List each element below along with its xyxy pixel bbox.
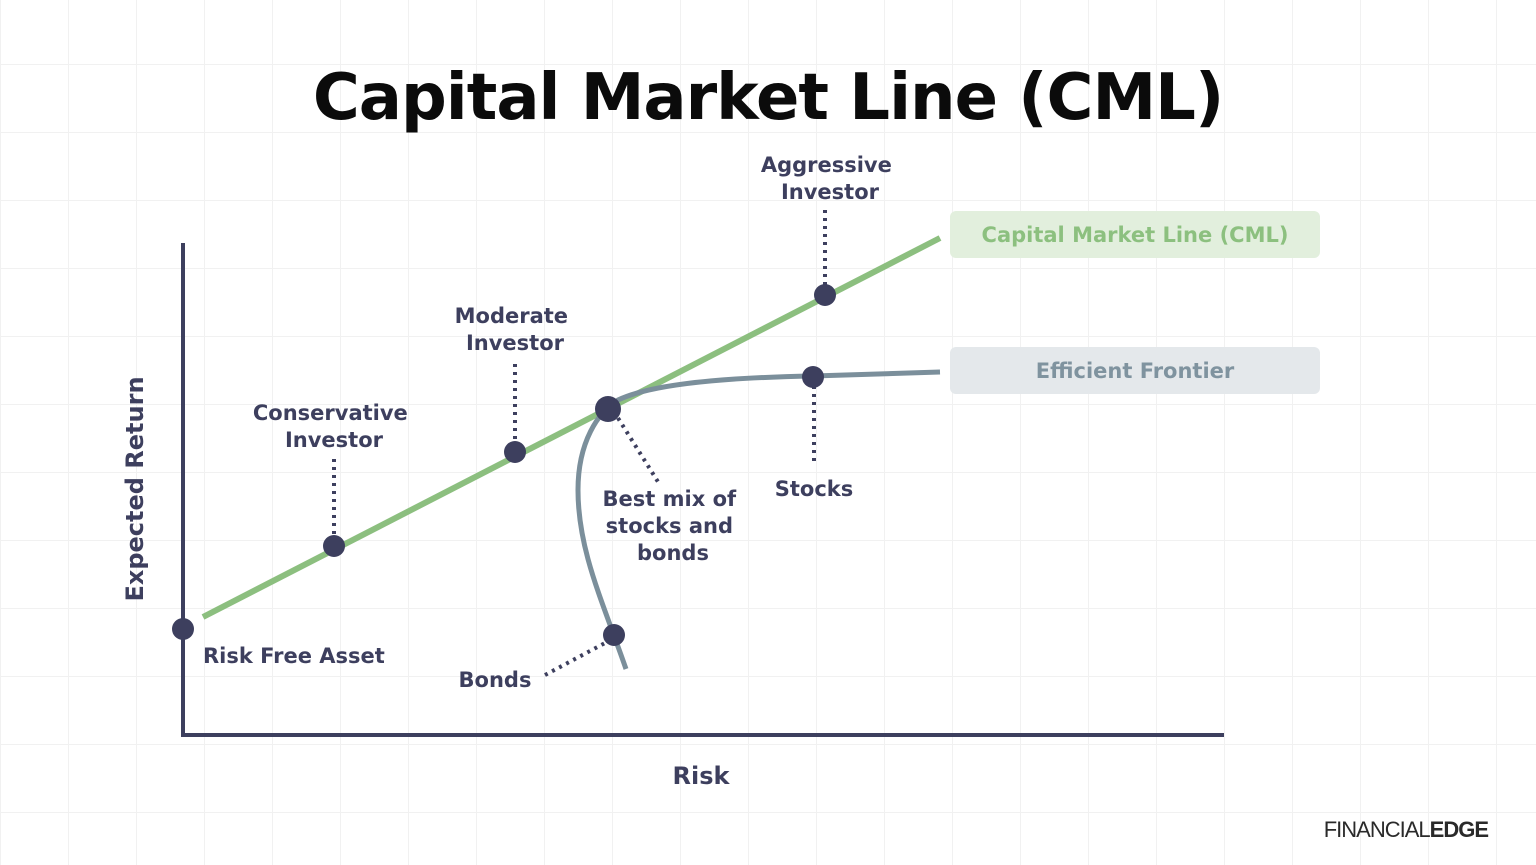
label-moderate-line2: Investor bbox=[466, 331, 565, 355]
point-moderate bbox=[504, 441, 526, 463]
point-stocks bbox=[802, 366, 824, 388]
label-aggressive: Aggressive Investor bbox=[761, 153, 899, 204]
brand-logo: FINANCIALEDGE bbox=[1323, 817, 1489, 843]
label-aggressive-line2: Investor bbox=[781, 180, 880, 204]
point-best-mix bbox=[595, 396, 621, 422]
x-axis-label: Risk bbox=[673, 762, 731, 790]
legend-efficient-frontier: Efficient Frontier bbox=[950, 347, 1320, 394]
leader-bonds bbox=[544, 641, 606, 677]
label-moderate-line1: Moderate bbox=[455, 304, 568, 328]
page-title: Capital Market Line (CML) bbox=[312, 61, 1224, 135]
leader-best-mix bbox=[616, 416, 662, 487]
point-aggressive bbox=[814, 284, 836, 306]
label-best-mix-line3: bonds bbox=[637, 541, 709, 565]
label-best-mix: Best mix of stocks and bonds bbox=[603, 487, 744, 565]
label-best-mix-line2: stocks and bbox=[606, 514, 733, 538]
label-bonds: Bonds bbox=[459, 668, 532, 692]
label-conservative-line2: Investor bbox=[285, 428, 384, 452]
label-stocks: Stocks bbox=[775, 477, 854, 501]
brand-logo-part1: FINANCIAL bbox=[1323, 817, 1431, 842]
efficient-frontier-curve bbox=[575, 369, 941, 670]
point-conservative bbox=[323, 535, 345, 557]
label-aggressive-line1: Aggressive bbox=[761, 153, 892, 177]
legend-cml: Capital Market Line (CML) bbox=[950, 211, 1320, 258]
label-moderate: Moderate Investor bbox=[455, 304, 576, 355]
label-conservative-line1: Conservative bbox=[253, 401, 408, 425]
label-conservative: Conservative Investor bbox=[253, 401, 415, 452]
point-risk-free bbox=[172, 618, 194, 640]
brand-logo-part2: EDGE bbox=[1429, 817, 1489, 842]
label-best-mix-line1: Best mix of bbox=[603, 487, 737, 511]
label-risk-free: Risk Free Asset bbox=[203, 644, 385, 668]
point-bonds bbox=[603, 624, 625, 646]
y-axis-label: Expected Return bbox=[121, 376, 149, 601]
